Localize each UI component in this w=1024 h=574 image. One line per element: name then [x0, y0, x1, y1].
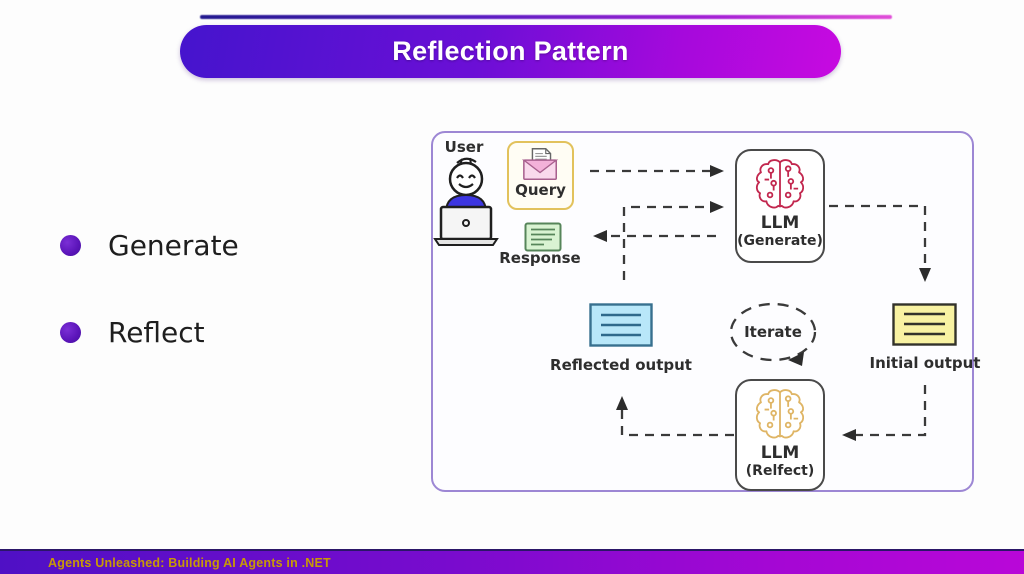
- initial-output-doc-icon: [892, 303, 957, 346]
- initial-output-label: Initial output: [869, 354, 981, 372]
- llm-generate-title: LLM: [760, 213, 800, 233]
- reflect-brain-icon: [755, 389, 805, 439]
- llm-generate-subtitle: (Generate): [737, 232, 823, 249]
- title-banner: Reflection Pattern: [180, 25, 841, 78]
- top-accent-line: [200, 15, 892, 19]
- bullet-item-generate: Generate: [60, 229, 239, 262]
- llm-reflect-subtitle: (Relfect): [745, 462, 815, 479]
- iterate-label: Iterate: [744, 323, 802, 341]
- bullet-item-reflect: Reflect: [60, 316, 205, 349]
- llm-reflect-box: LLM (Relfect): [735, 379, 825, 491]
- query-label: Query: [515, 181, 566, 199]
- user-at-laptop-icon: [433, 157, 499, 246]
- response-label: Response: [499, 249, 581, 267]
- bullet-dot-icon: [60, 235, 81, 256]
- llm-reflect-title: LLM: [760, 443, 800, 463]
- bullet-label-generate: Generate: [108, 229, 239, 262]
- diagram-panel: User Query: [431, 131, 980, 492]
- iterate-arrowhead-icon: [788, 352, 804, 366]
- query-envelope-icon: [521, 148, 558, 180]
- reflected-output-label: Reflected output: [550, 356, 692, 374]
- response-doc-icon: [524, 222, 562, 252]
- bullet-dot-icon: [60, 322, 81, 343]
- query-box: Query: [507, 141, 574, 210]
- bullet-label-reflect: Reflect: [108, 316, 205, 349]
- user-label: User: [444, 138, 484, 156]
- footer-bar: Agents Unleashed: Building AI Agents in …: [0, 549, 1024, 574]
- generate-brain-icon: [755, 159, 805, 209]
- llm-generate-box: LLM (Generate): [735, 149, 825, 263]
- connector-arrows: [590, 165, 931, 441]
- reflected-output-doc-icon: [589, 303, 653, 347]
- footer-text: Agents Unleashed: Building AI Agents in …: [48, 555, 331, 570]
- page-title: Reflection Pattern: [392, 36, 629, 66]
